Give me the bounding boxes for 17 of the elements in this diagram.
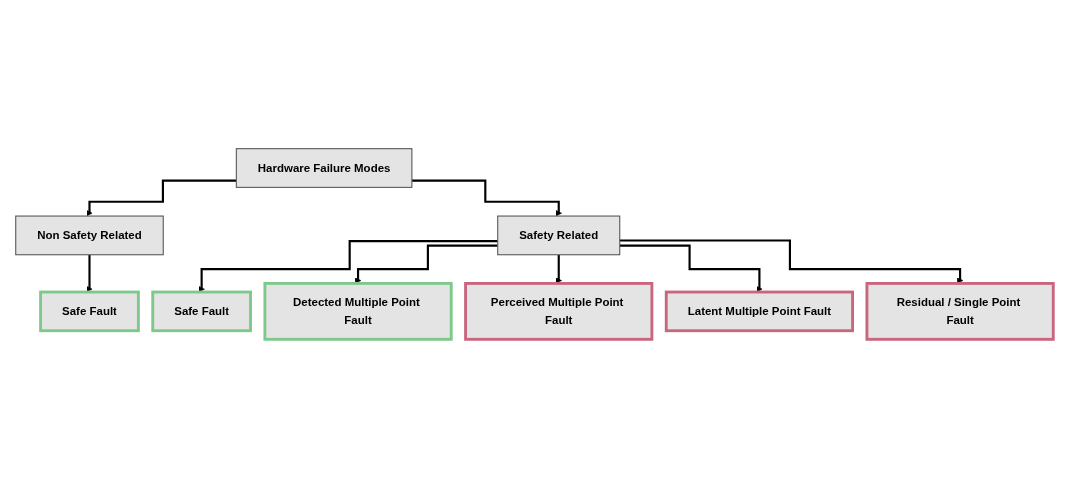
node-box: Non Safety Related xyxy=(15,215,164,256)
node-box: Residual / Single Point Fault xyxy=(865,282,1055,341)
arrow xyxy=(354,244,498,284)
arrow xyxy=(619,244,763,293)
node-box: Safety Related xyxy=(497,215,621,256)
arrow xyxy=(198,240,498,293)
node-box: Detected Multiple Point Fault xyxy=(263,282,453,341)
node-box: Safe Fault xyxy=(151,290,252,333)
arrow xyxy=(86,179,237,217)
node-box: Safe Fault xyxy=(39,290,140,333)
node-box: Latent Multiple Point Fault xyxy=(664,290,854,333)
arrow xyxy=(555,253,562,284)
node-box: Hardware Failure Modes xyxy=(235,148,413,188)
arrow xyxy=(411,179,562,217)
node-box: Perceived Multiple Point Fault xyxy=(464,282,654,341)
arrow xyxy=(619,239,964,284)
arrow xyxy=(86,253,93,293)
